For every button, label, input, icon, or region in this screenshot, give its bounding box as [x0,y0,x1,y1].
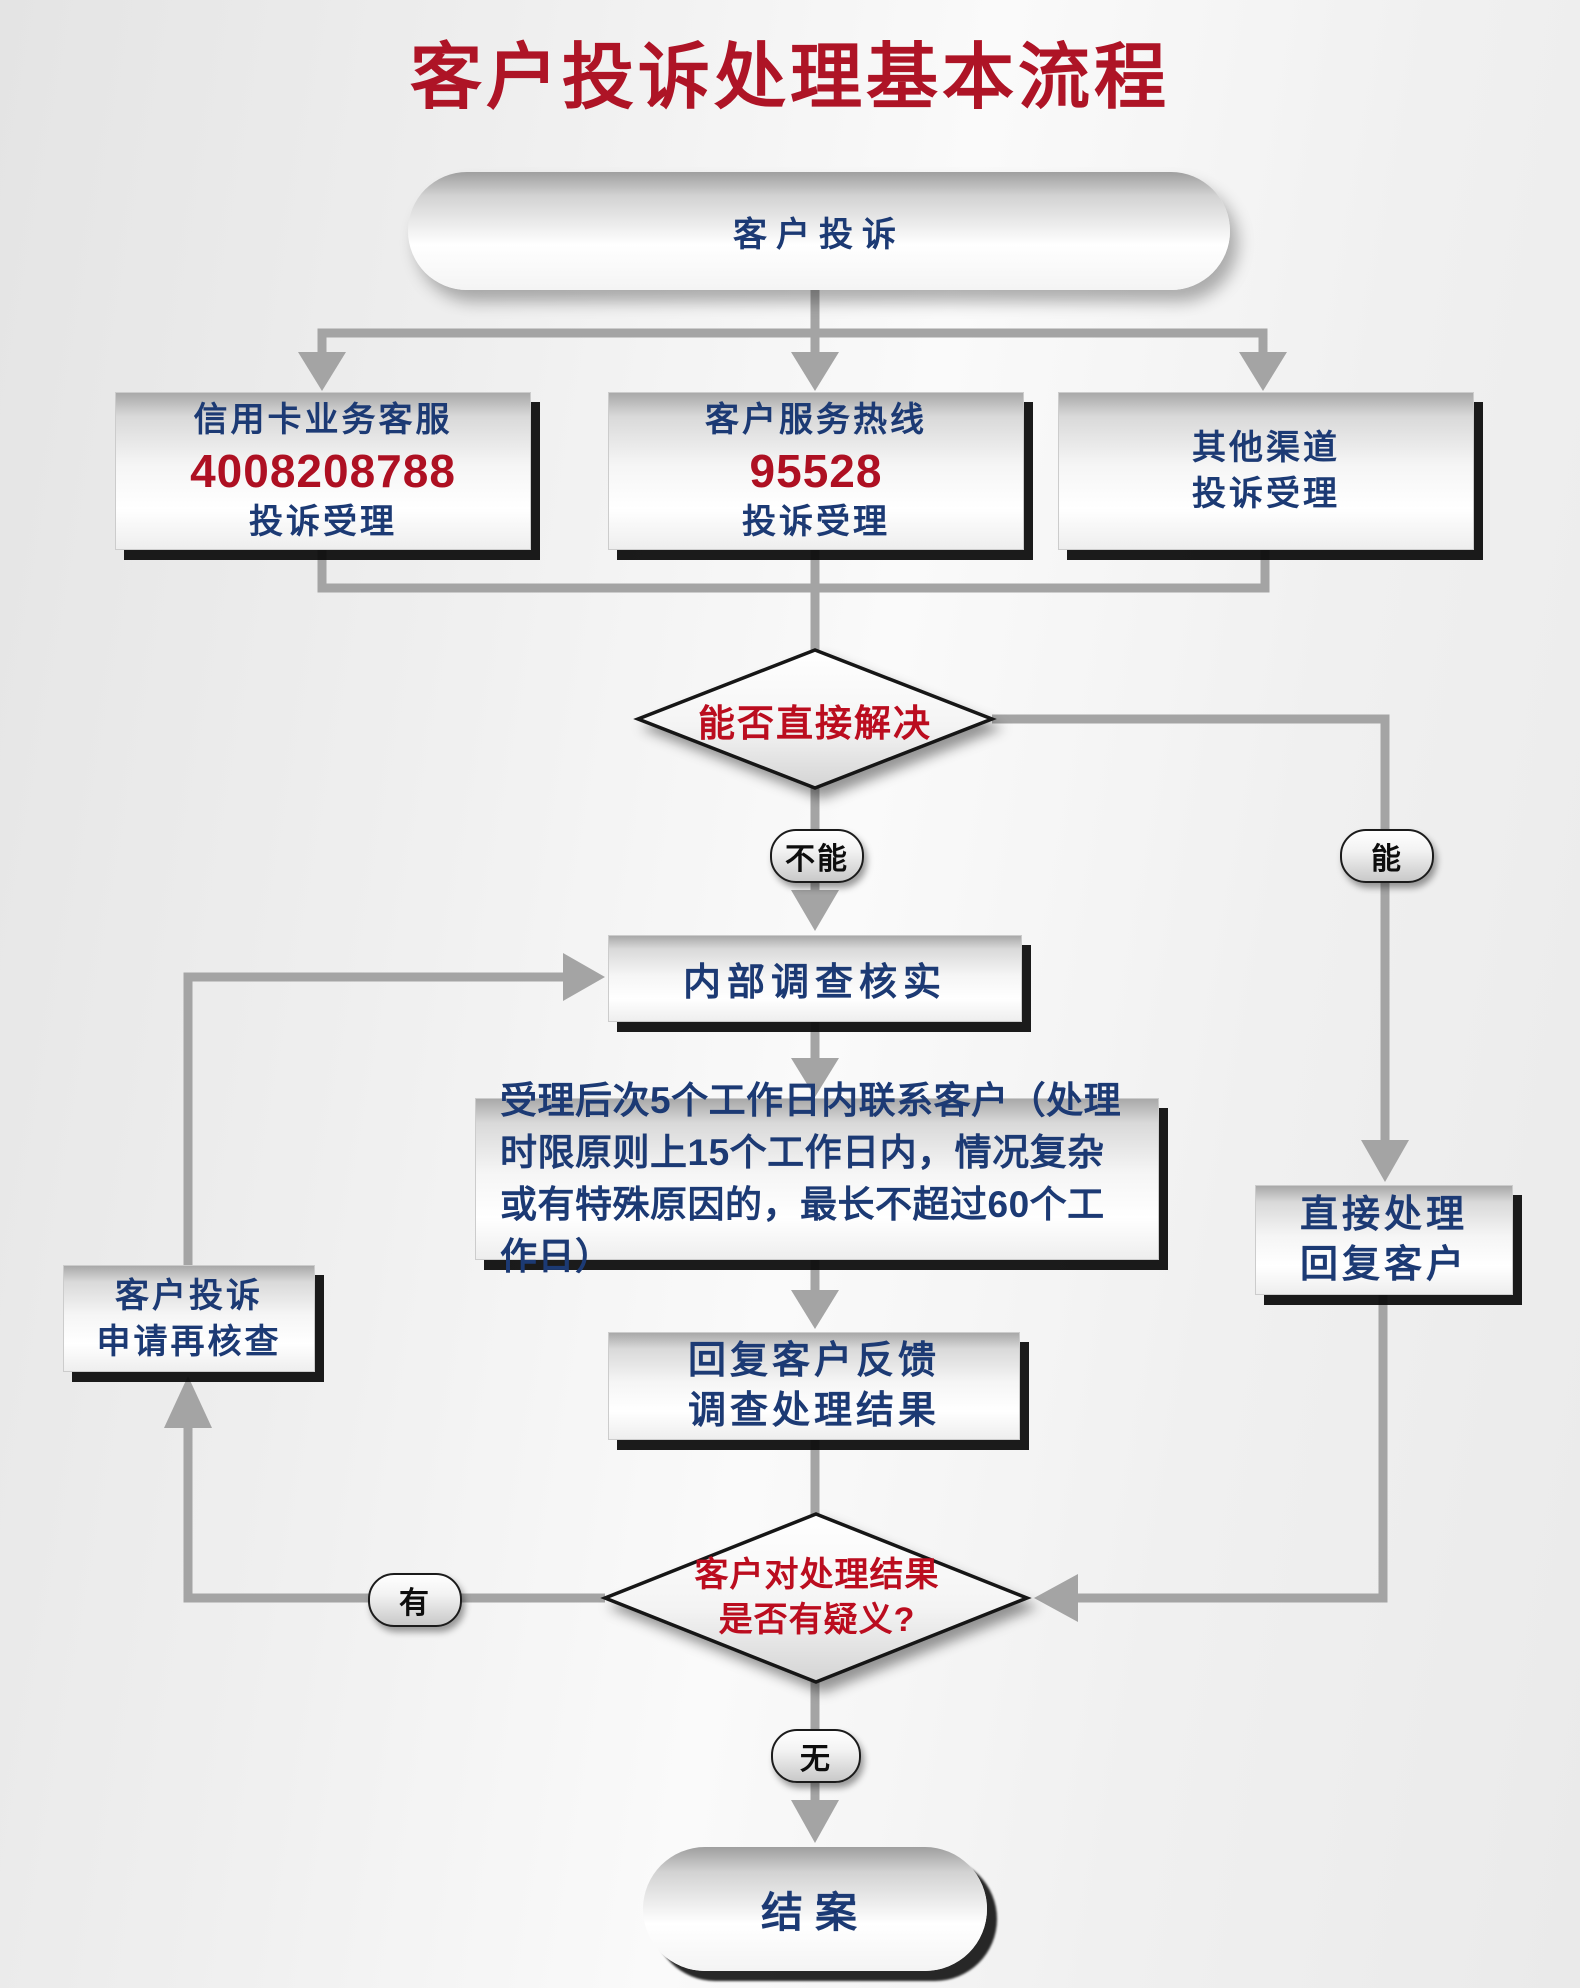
branch-none-label: 无 [800,1743,832,1776]
arrowhead-to-channel-other [1239,352,1287,391]
arrowhead-to-policy [791,1058,839,1097]
channel-hotline-line2: 投诉受理 [742,503,890,541]
branch-cannot-capsule: 不能 [770,829,864,883]
branch-has-label: 有 [399,1587,431,1620]
start-node: 客户投诉 [408,172,1230,290]
channel-other-line2: 投诉受理 [1192,475,1340,513]
reply-feedback-line1: 回复客户反馈 [687,1340,940,1382]
arrowhead-to-reply [791,1290,839,1329]
branch-has-capsule: 有 [368,1573,462,1627]
channel-card-line1: 信用卡业务客服 [193,401,453,439]
page-title: 客户投诉处理基本流程 [409,38,1170,118]
recheck-line2: 申请再核查 [96,1322,282,1361]
decision1-diamond-shape [633,648,997,790]
branch-can-label: 能 [1371,843,1403,876]
channel-hotline-phone: 95528 [749,445,883,497]
arrowhead-recheck-to-internal [563,953,605,1001]
contact-policy-node: 受理后次5个工作日内联系客户（处理时限原则上15个工作日内，情况复杂或有特殊原因… [475,1080,1159,1277]
decision1-label: 能否直接解决 [698,703,932,744]
decision2-line2: 是否有疑义? [718,1601,916,1639]
arrowhead-to-end [791,1800,839,1843]
internal-check-label: 内部调查核实 [682,962,947,1004]
channel-card-line2: 投诉受理 [249,503,397,541]
arrowhead-to-channel-card [298,352,346,391]
decision2-diamond-shape [600,1512,1032,1684]
reply-feedback-node: 回复客户反馈 调查处理结果 [608,1332,1020,1440]
line-split-channels [317,328,1268,352]
channel-hotline-line1: 客户服务热线 [705,401,927,439]
decision2-label: 客户对处理结果 是否有疑义? [608,1548,1026,1648]
reply-feedback-line2: 调查处理结果 [687,1390,940,1432]
arrowhead-to-internal-check [791,890,839,931]
end-node: 结案 [643,1847,987,1971]
branch-can-capsule: 能 [1340,829,1434,883]
channel-other-line1: 其他渠道 [1192,429,1340,467]
arrowhead-to-direct-reply [1361,1140,1409,1182]
end-label: 结案 [760,1888,869,1936]
channel-card-phone: 4008208788 [190,445,456,497]
line-recheck-to-internal [183,972,563,1265]
recheck-line1: 客户投诉 [115,1276,263,1315]
contact-policy-text: 受理后次5个工作日内联系客户（处理时限原则上15个工作日内，情况复杂或有特殊原因… [500,1080,1122,1277]
channel-hotline-node: 客户服务热线 95528 投诉受理 [608,392,1024,550]
branch-cannot-label: 不能 [785,843,849,876]
line-has-branch [183,1428,605,1603]
arrowhead-to-channel-hotline [791,352,839,391]
direct-reply-line2: 回复客户 [1299,1244,1468,1286]
direct-reply-line1: 直接处理 [1299,1194,1468,1236]
arrowhead-to-recheck [164,1376,212,1428]
internal-check-node: 内部调查核实 [608,935,1022,1022]
branch-none-capsule: 无 [771,1729,861,1783]
line-direct-to-decision2 [1078,1293,1388,1603]
channel-card-node: 信用卡业务客服 4008208788 投诉受理 [115,392,531,550]
start-label: 客户投诉 [733,215,905,254]
decision2-line1: 客户对处理结果 [694,1556,940,1594]
line-merge-channels [317,548,1270,593]
channel-other-node: 其他渠道 投诉受理 [1058,392,1474,550]
direct-reply-node: 直接处理 回复客户 [1255,1185,1513,1295]
recheck-node: 客户投诉 申请再核查 [63,1265,315,1372]
arrowhead-direct-to-decision2 [1034,1574,1078,1622]
line-can-branch [992,714,1390,1142]
